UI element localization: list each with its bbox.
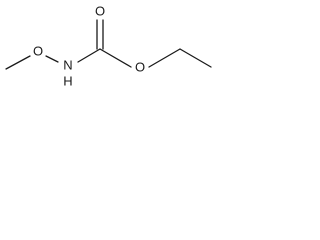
bond-methyl-to-methoxy-oxygen bbox=[5, 55, 31, 70]
atom-label-methoxy-oxygen: O bbox=[33, 43, 43, 58]
atom-label-nitrogen: N bbox=[63, 57, 72, 72]
atom-label-carbonyl-oxygen: O bbox=[95, 3, 105, 18]
atom-label-nitrogen-hydrogen: H bbox=[63, 73, 72, 88]
atom-label-ester-oxygen: O bbox=[135, 59, 145, 74]
bond-ethyl-carbon-to-methyl bbox=[179, 48, 212, 68]
bond-methoxy-oxygen-to-nitrogen bbox=[45, 55, 59, 63]
bond-carbonyl-carbon-to-ester-oxygen bbox=[99, 48, 132, 68]
molecule-diagram: O N H O O bbox=[5, 3, 212, 88]
bond-ester-oxygen-to-ethyl-carbon bbox=[148, 48, 181, 68]
bond-nitrogen-to-carbonyl-carbon bbox=[77, 48, 101, 63]
structure-canvas: O N H O O bbox=[0, 0, 216, 89]
